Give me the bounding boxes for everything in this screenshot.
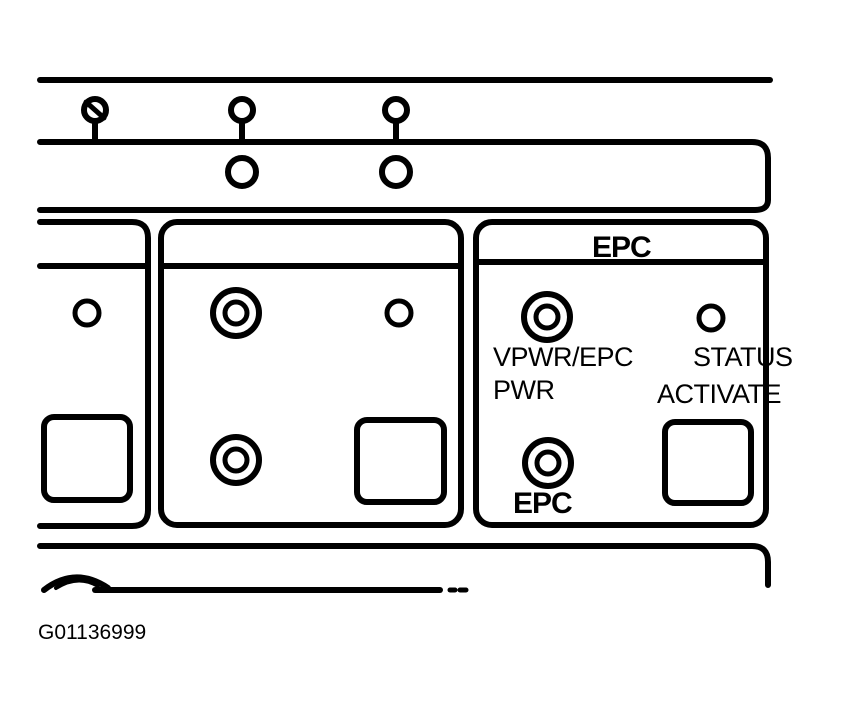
- cable-line: [41, 574, 469, 593]
- epc-jack[interactable]: [522, 437, 574, 489]
- epc-header-label: EPC: [592, 231, 652, 264]
- middle-module-button[interactable]: [354, 417, 447, 505]
- pwr-label: PWR: [493, 375, 555, 405]
- vpwr-epc-jack[interactable]: [521, 291, 573, 343]
- left-module-button[interactable]: [41, 414, 133, 503]
- indicator-right-lower: [379, 155, 413, 189]
- screw-indicator-left: [81, 96, 109, 143]
- left-module-led: [72, 298, 102, 328]
- middle-module: [158, 219, 464, 528]
- lower-strip-outline: [37, 543, 771, 588]
- upper-strip-outline: [37, 139, 771, 213]
- epc-port-label: EPC: [513, 487, 573, 520]
- activate-label: ACTIVATE: [657, 379, 782, 409]
- vpwr-epc-label: VPWR/EPC: [493, 342, 634, 372]
- epc-module: [473, 219, 769, 528]
- middle-jack-top[interactable]: [210, 287, 262, 339]
- indicator-middle-lower: [225, 155, 259, 189]
- indicator-right-top: [382, 96, 410, 143]
- status-label: STATUS: [693, 342, 793, 372]
- figure-id: G01136999: [38, 621, 147, 644]
- left-module: [37, 219, 151, 529]
- status-activate-button[interactable]: [662, 419, 754, 506]
- status-led: [696, 303, 726, 333]
- middle-jack-bottom[interactable]: [210, 434, 262, 486]
- middle-module-led: [384, 298, 414, 328]
- indicator-middle-top: [228, 96, 256, 143]
